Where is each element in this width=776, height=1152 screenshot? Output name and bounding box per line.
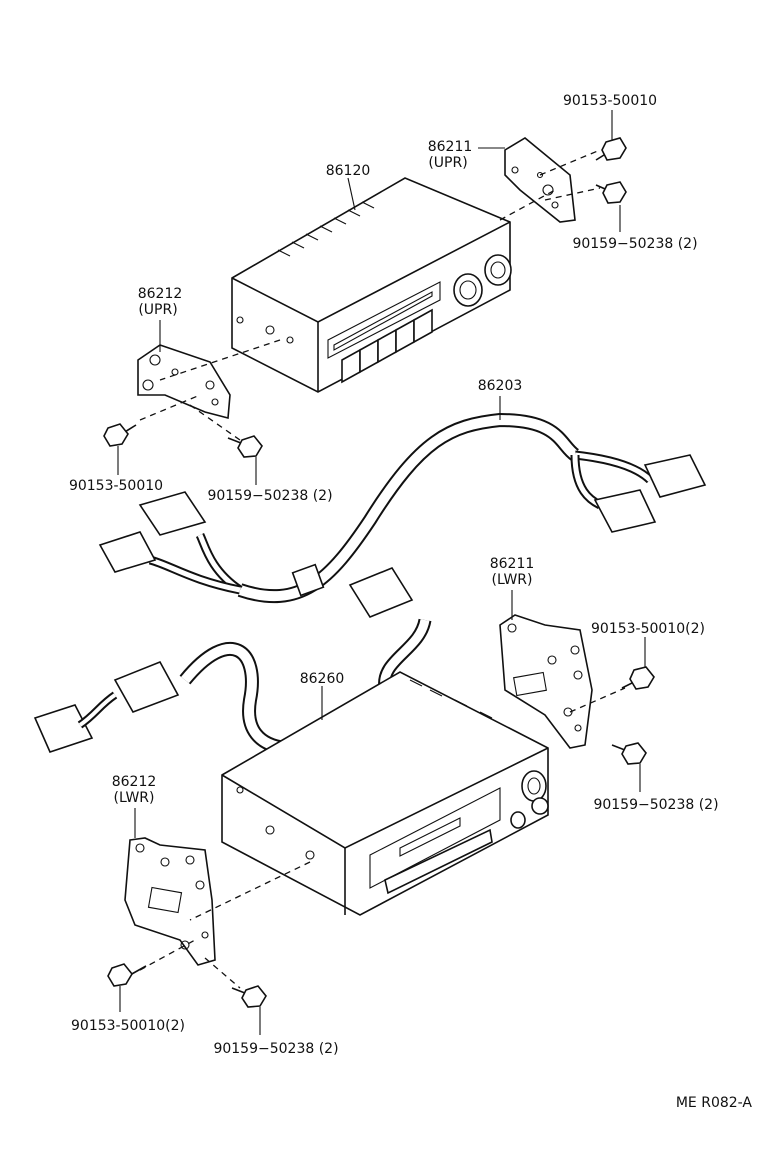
label-86212-upr-sub: (UPR) xyxy=(138,302,177,318)
label-90159-50238-lwr-right: 90159−50238 (2) xyxy=(593,797,718,813)
label-90159-50238-lwr-left: 90159−50238 (2) xyxy=(213,1041,338,1057)
bolt-90159-50238-lwr-left xyxy=(231,985,267,1008)
bracket-86212-upr xyxy=(137,344,231,420)
bolt-90159-50238-top xyxy=(595,181,627,204)
label-90153-50010-upr: 90153-50010 xyxy=(69,478,163,494)
radio-upper-buttons xyxy=(341,308,433,384)
drawing-code: ME R082-A xyxy=(676,1095,753,1111)
radio-lower-knobs xyxy=(510,770,549,829)
radio-upper-knobs xyxy=(453,254,512,307)
label-90153-50010-top: 90153-50010 xyxy=(563,93,657,109)
radio-upper-86120 xyxy=(231,177,512,393)
label-86211-upr-sub: (UPR) xyxy=(428,155,467,171)
label-86211-lwr-sub: (LWR) xyxy=(491,572,532,588)
bolt-90159-50238-upr-left xyxy=(227,435,263,458)
harness-86203-connector xyxy=(98,454,707,573)
label-86212-lwr: 86212 xyxy=(112,774,157,790)
label-90153-50010-lwr-right: 90153-50010(2) xyxy=(591,621,705,637)
assembly-lines xyxy=(139,149,626,989)
part-labels: 86120 86211 (UPR) 90153-50010 90159−5023… xyxy=(69,93,752,1111)
bolt-90153-50010-lwr-right xyxy=(621,666,655,690)
bolt-90153-50010-top xyxy=(595,137,627,161)
bracket-86211-upr xyxy=(504,137,576,223)
leader-lines xyxy=(117,110,646,1035)
bolt-90153-50010-lwr-left xyxy=(107,963,147,987)
bolt-90153-50010-upr-left xyxy=(103,423,137,447)
bracket-86212-lwr xyxy=(124,837,216,966)
label-90159-50238-upr: 90159−50238 (2) xyxy=(207,488,332,504)
harness-lower xyxy=(33,567,432,755)
label-90153-50010-lwr-left: 90153-50010(2) xyxy=(71,1018,185,1034)
bracket-86211-lwr xyxy=(499,614,593,749)
label-86120: 86120 xyxy=(326,163,371,179)
label-86211-upr: 86211 xyxy=(428,139,473,155)
radio-lower-86260 xyxy=(221,671,549,916)
label-86212-upr: 86212 xyxy=(138,286,183,302)
label-86203: 86203 xyxy=(478,378,523,394)
label-86211-lwr: 86211 xyxy=(490,556,535,572)
harness-86203 xyxy=(98,412,707,604)
label-86260: 86260 xyxy=(300,671,345,687)
bolt-90159-50238-lwr-right xyxy=(611,742,647,765)
label-86212-lwr-sub: (LWR) xyxy=(113,790,154,806)
label-90159-50238-top: 90159−50238 (2) xyxy=(572,236,697,252)
